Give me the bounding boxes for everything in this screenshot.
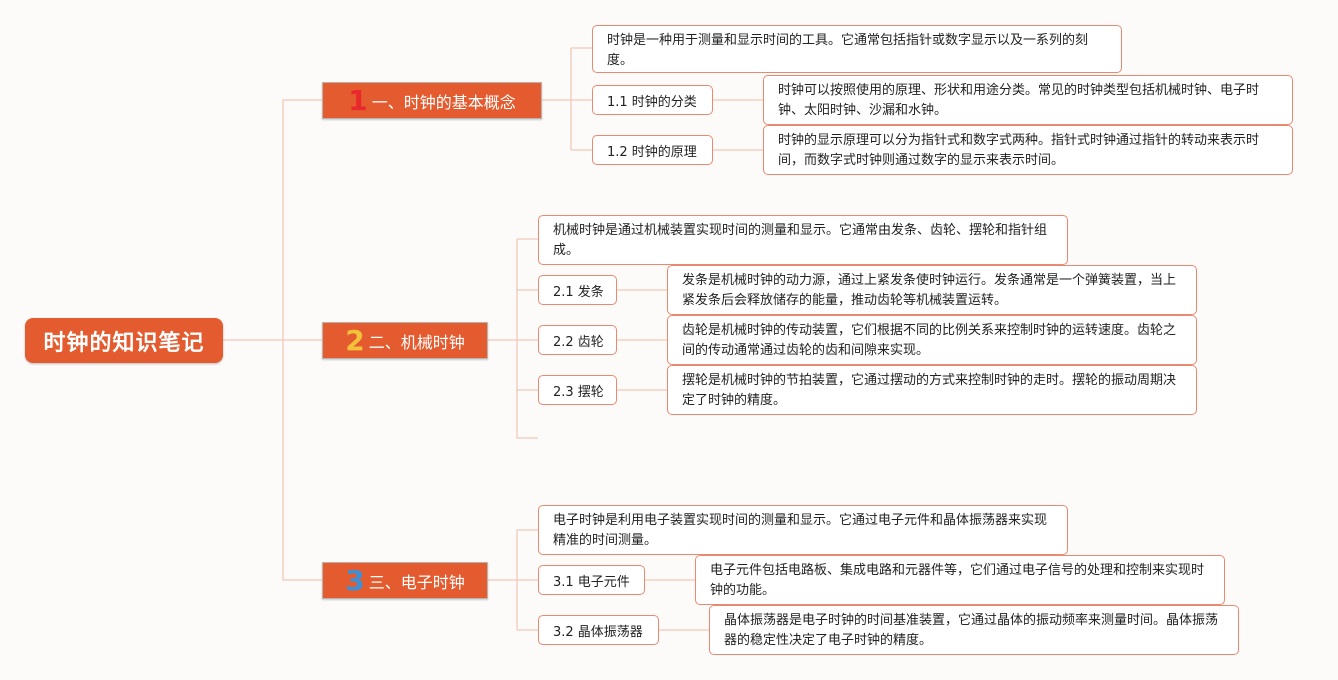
section-number-2: 2 <box>345 323 365 357</box>
section-3-intro[interactable]: 电子时钟是利用电子装置实现时间的测量和显示。它通过电子元件和晶体振荡器来实现精准… <box>538 505 1068 555</box>
subtopic-2-2-detail[interactable]: 齿轮是机械时钟的传动装置，它们根据不同的比例关系来控制时钟的运转速度。齿轮之间的… <box>667 315 1197 365</box>
section-number-1: 1 <box>348 83 368 117</box>
section-1-intro[interactable]: 时钟是一种用于测量和显示时间的工具。它通常包括指针或数字显示以及一系列的刻度。 <box>592 25 1122 73</box>
main-topic-1-label: 一、时钟的基本概念 <box>371 92 516 112</box>
subtopic-2-1-detail[interactable]: 发条是机械时钟的动力源，通过上紧发条使时钟运行。发条通常是一个弹簧装置，当上紧发… <box>667 265 1197 315</box>
main-topic-2[interactable]: 2 二、机械时钟 <box>322 322 488 359</box>
subtopic-3-1-detail[interactable]: 电子元件包括电路板、集成电路和元器件等，它们通过电子信号的处理和控制来实现时钟的… <box>695 555 1225 605</box>
subtopic-3-2[interactable]: 3.2 晶体振荡器 <box>538 615 659 645</box>
subtopic-3-1[interactable]: 3.1 电子元件 <box>538 565 645 595</box>
main-topic-2-label: 二、机械时钟 <box>368 332 465 352</box>
section-2-intro[interactable]: 机械时钟是通过机械装置实现时间的测量和显示。它通常由发条、齿轮、摆轮和指针组成。 <box>538 215 1068 265</box>
root-topic[interactable]: 时钟的知识笔记 <box>25 318 223 363</box>
subtopic-1-1[interactable]: 1.1 时钟的分类 <box>592 85 713 115</box>
subtopic-2-3-detail[interactable]: 摆轮是机械时钟的节拍装置，它通过摆动的方式来控制时钟的走时。摆轮的振动周期决定了… <box>667 365 1197 415</box>
main-topic-3-label: 三、电子时钟 <box>368 572 465 592</box>
subtopic-2-1[interactable]: 2.1 发条 <box>538 275 617 305</box>
subtopic-1-1-detail[interactable]: 时钟可以按照使用的原理、形状和用途分类。常见的时钟类型包括机械时钟、电子时钟、太… <box>763 75 1293 125</box>
main-topic-1[interactable]: 1 一、时钟的基本概念 <box>322 82 542 119</box>
subtopic-2-2[interactable]: 2.2 齿轮 <box>538 325 617 355</box>
subtopic-1-2[interactable]: 1.2 时钟的原理 <box>592 135 713 165</box>
subtopic-2-3[interactable]: 2.3 摆轮 <box>538 375 617 405</box>
subtopic-1-2-detail[interactable]: 时钟的显示原理可以分为指针式和数字式两种。指针式时钟通过指针的转动来表示时间，而… <box>763 125 1293 175</box>
main-topic-3[interactable]: 3 三、电子时钟 <box>322 562 488 599</box>
subtopic-3-2-detail[interactable]: 晶体振荡器是电子时钟的时间基准装置，它通过晶体的振动频率来测量时间。晶体振荡器的… <box>709 605 1239 655</box>
section-number-3: 3 <box>345 563 365 597</box>
